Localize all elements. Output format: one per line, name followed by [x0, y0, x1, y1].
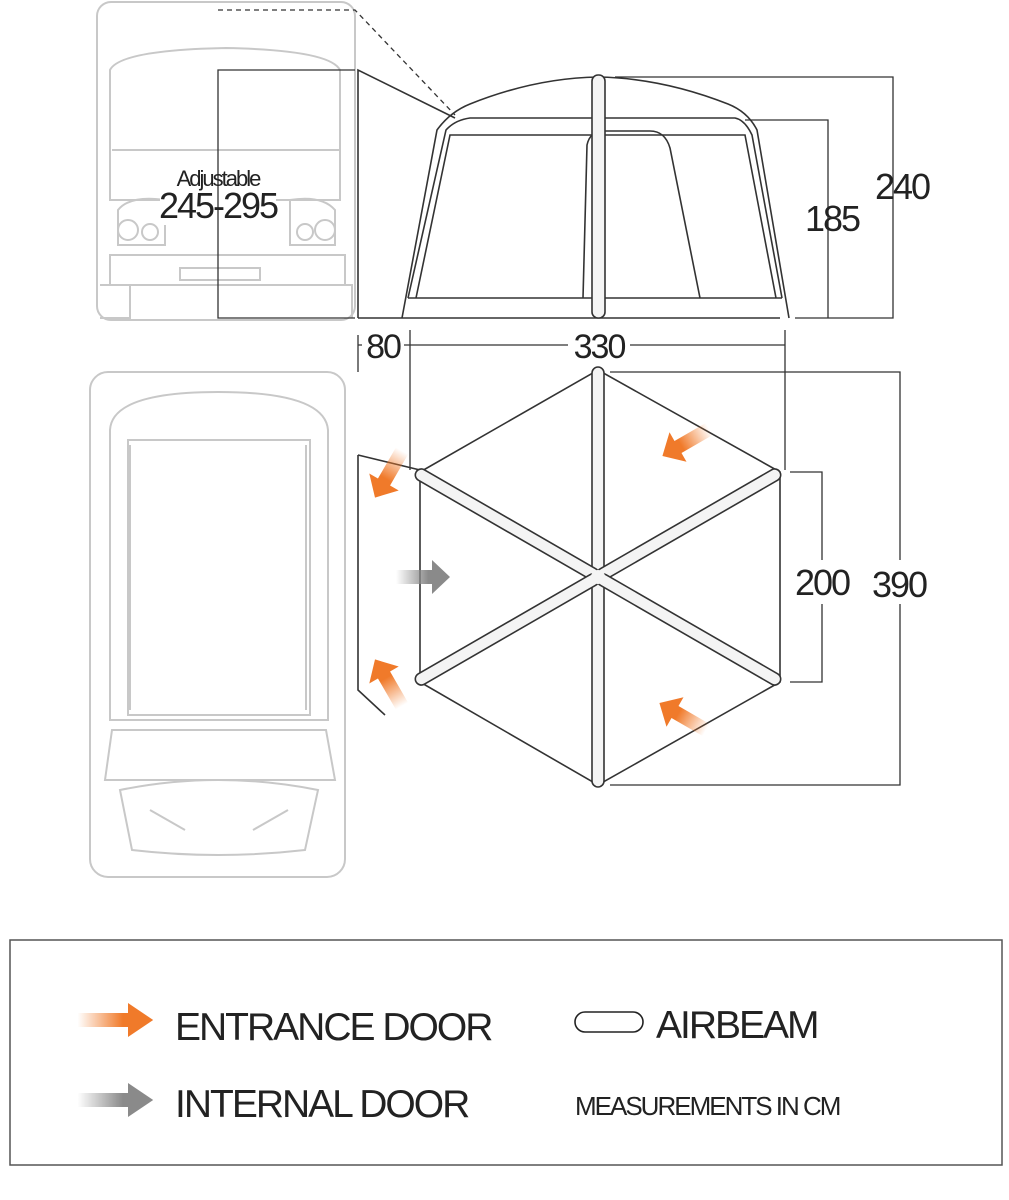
tent-side-view: 240 185: [357, 68, 932, 319]
entrance-door-arrow-icon: [360, 650, 417, 715]
inner-depth-dimension: 200: [795, 562, 850, 603]
entrance-door-arrow-icon: [653, 414, 718, 471]
internal-door-arrow-icon: [396, 560, 450, 594]
airbeams: [414, 366, 782, 788]
total-height-dimension: 240: [875, 166, 930, 207]
legend: ENTRANCE DOOR INTERNAL DOOR AIRBEAM MEAS…: [9, 939, 1003, 1166]
tent-width-dimension: 330: [574, 328, 626, 366]
van-height-range: 245-295: [159, 185, 278, 226]
legend-internal-door: INTERNAL DOOR: [175, 1083, 469, 1126]
van-adjustable-label: Adjustable: [177, 166, 262, 191]
legend-units: MEASUREMENTS IN CM: [575, 1091, 840, 1121]
van-front-view: Adjustable 245-295: [96, 1, 456, 321]
total-depth-dimension: 390: [872, 564, 927, 605]
airbeam-legend-icon: [574, 1011, 644, 1033]
tent-plan-view: 200 390: [357, 366, 932, 788]
door-height-dimension: 185: [805, 198, 860, 239]
van-top-view: [89, 371, 346, 878]
awning-depth-dimension: 80: [366, 328, 401, 366]
legend-airbeam: AIRBEAM: [656, 1004, 818, 1047]
legend-entrance-door: ENTRANCE DOOR: [175, 1006, 492, 1049]
entrance-door-arrow-icon: [360, 442, 417, 507]
width-dimensions: 80 330: [357, 328, 786, 470]
